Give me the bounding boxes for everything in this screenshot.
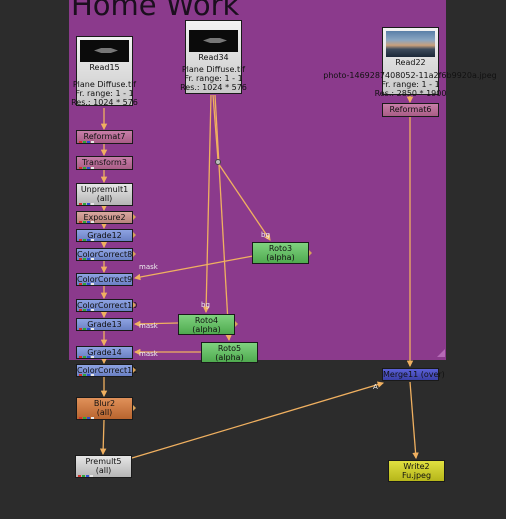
node-roto5[interactable]: Roto5 (alpha) <box>201 342 258 363</box>
mask-input-handle[interactable] <box>133 367 136 373</box>
wire-label-mask: mask <box>139 263 158 271</box>
dot-node[interactable] <box>215 159 221 165</box>
wire-merge11-write2 <box>409 381 419 460</box>
wire-roto4-mask-grade13 <box>133 320 179 328</box>
read34-resolution: Res.: 1024 * 576 <box>180 83 247 92</box>
node-grade14[interactable]: Grade14 <box>76 346 133 359</box>
node-read15[interactable]: Read15 <box>76 36 133 106</box>
wire-label-bg: bg <box>201 301 210 309</box>
node-blur2[interactable]: Blur2 (all) <box>76 397 133 420</box>
wire-read34-dot <box>212 94 219 161</box>
mask-input-handle[interactable] <box>133 251 136 257</box>
node-colorcorrect10[interactable]: ColorCorrect10 <box>76 299 138 312</box>
read15-filename: Plane Diffuse.tif <box>72 80 137 89</box>
node-label: Roto3 <box>268 244 293 253</box>
node-sublabel: Fu.jpeg <box>401 471 432 480</box>
read15-resolution: Res.: 1024 * 576 <box>71 98 138 107</box>
mask-input-handle[interactable] <box>133 232 136 238</box>
wire-label-bg: bg <box>261 231 270 239</box>
thumbnail-plane <box>80 40 129 62</box>
node-sublabel: (alpha) <box>192 325 221 334</box>
node-label: Grade13 <box>87 320 122 329</box>
mask-input-handle[interactable] <box>133 405 136 411</box>
node-label: ColorCorrect9 <box>77 275 133 284</box>
node-write2[interactable]: Write2 Fu.jpeg <box>388 460 445 482</box>
node-label: Merge11 (over) <box>383 370 445 379</box>
node-read22-label: Read22 <box>395 58 426 67</box>
node-roto4[interactable]: Roto4 (alpha) <box>178 314 235 335</box>
node-sublabel: (all) <box>96 194 113 203</box>
node-reformat7[interactable]: Reformat7 <box>76 130 133 144</box>
node-label: Write2 <box>403 462 430 471</box>
node-roto3[interactable]: Roto3 (alpha) <box>252 242 309 264</box>
read34-frame-range: Fr. range: 1 - 1 <box>184 74 243 83</box>
read15-frame-range: Fr. range: 1 - 1 <box>75 89 134 98</box>
mask-input-handle[interactable] <box>235 321 238 327</box>
wire-label-mask: mask <box>139 350 158 358</box>
node-merge11[interactable]: Merge11 (over) <box>382 368 445 381</box>
node-transform3[interactable]: Transform3 <box>76 156 133 170</box>
node-colorcorrect11[interactable]: ColorCorrect11 <box>76 364 138 377</box>
read22-frame-range: Fr. range: 1 - 1 <box>381 80 440 89</box>
node-unpremult1[interactable]: Unpremult1 (all) <box>76 183 133 206</box>
node-label: Blur2 <box>93 399 116 408</box>
node-sublabel: (alpha) <box>215 353 244 362</box>
thumbnail-seascape <box>386 31 435 57</box>
wire-dot-roto3 <box>217 162 271 241</box>
node-label: Grade12 <box>87 231 122 240</box>
node-grade12[interactable]: Grade12 <box>76 229 133 242</box>
node-read22[interactable]: Read22 <box>382 27 439 95</box>
backdrop-resize-handle[interactable] <box>437 349 445 357</box>
read34-filename: Plane Diffuse.tif <box>181 65 246 74</box>
node-label: Roto5 <box>217 344 242 353</box>
node-label: ColorCorrect10 <box>77 301 138 310</box>
node-exposure2[interactable]: Exposure2 <box>76 211 133 224</box>
node-premult5[interactable]: Premult5 (all) <box>75 455 132 478</box>
node-read34-label: Read34 <box>198 53 229 62</box>
node-read34[interactable]: Read34 <box>185 20 242 94</box>
node-label: Roto4 <box>194 316 219 325</box>
node-label: Reformat7 <box>83 132 126 141</box>
node-label: Transform3 <box>82 158 127 167</box>
node-label: Reformat6 <box>389 105 432 114</box>
node-colorcorrect8[interactable]: ColorCorrect8 <box>76 248 133 261</box>
node-label: Exposure2 <box>83 213 126 222</box>
node-grade13[interactable]: Grade13 <box>76 318 133 331</box>
wire-blur2-premult5 <box>99 419 107 456</box>
mask-input-handle[interactable] <box>133 214 136 220</box>
read22-resolution: Res.: 2850 * 1900 <box>374 89 447 98</box>
node-label: ColorCorrect8 <box>77 250 133 259</box>
wire-read34-roto5 <box>214 94 232 342</box>
wire-label-mask: mask <box>139 322 158 330</box>
node-label: Premult5 <box>85 457 122 466</box>
node-sublabel: (all) <box>96 408 113 417</box>
wire-roto3-mask-cc9 <box>133 255 254 281</box>
mask-input-handle[interactable] <box>133 302 136 308</box>
read22-filename: photo-1469287408052-11a2f6b9920a.jpeg <box>323 71 497 80</box>
wire-label-a: A <box>373 383 378 391</box>
wire-premult5-merge11 <box>131 381 385 459</box>
thumbnail-plane <box>189 30 238 52</box>
mask-input-handle[interactable] <box>309 250 312 256</box>
node-label: ColorCorrect11 <box>77 366 138 375</box>
node-label: Grade14 <box>87 348 122 357</box>
node-reformat6[interactable]: Reformat6 <box>382 103 439 117</box>
node-label: Unpremult1 <box>80 185 129 194</box>
node-sublabel: (all) <box>95 466 112 475</box>
wire-read34-roto4 <box>202 94 212 314</box>
node-read15-label: Read15 <box>89 63 120 72</box>
node-colorcorrect9[interactable]: ColorCorrect9 <box>76 273 133 286</box>
backdrop-title: Home Work <box>71 0 240 22</box>
node-sublabel: (alpha) <box>266 253 295 262</box>
